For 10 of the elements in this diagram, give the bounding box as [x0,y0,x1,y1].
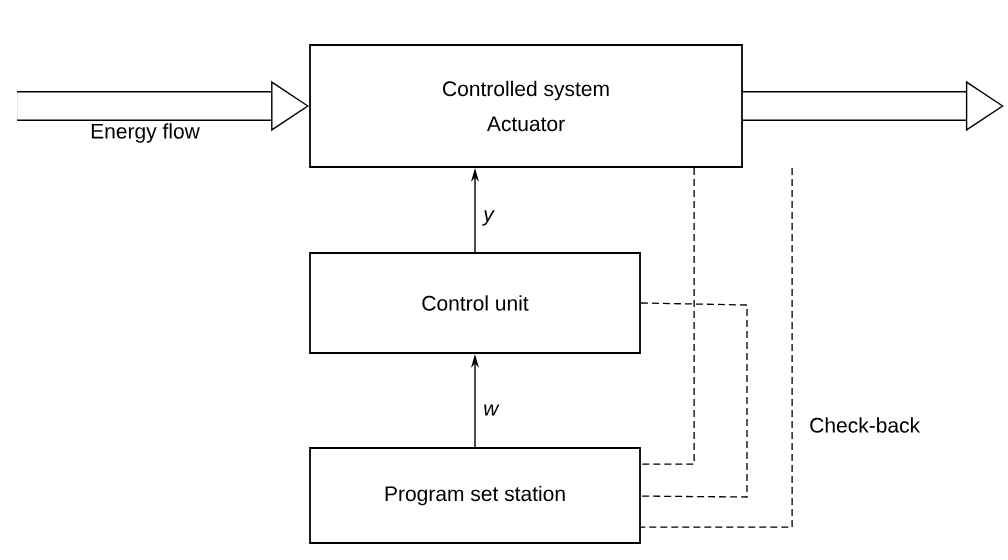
dashed-line [640,167,695,465]
dashed-line [640,302,748,498]
block-box: Controlled system Actuator [309,44,743,168]
edge-label: w [484,404,500,416]
block-box: Control unit [309,252,641,354]
block-box: Program set station [309,447,641,544]
edge-label: y [482,210,495,226]
edge-label: Energy flow [91,123,200,143]
dashed-line [640,167,793,528]
edge-label: Check-back [810,417,921,433]
